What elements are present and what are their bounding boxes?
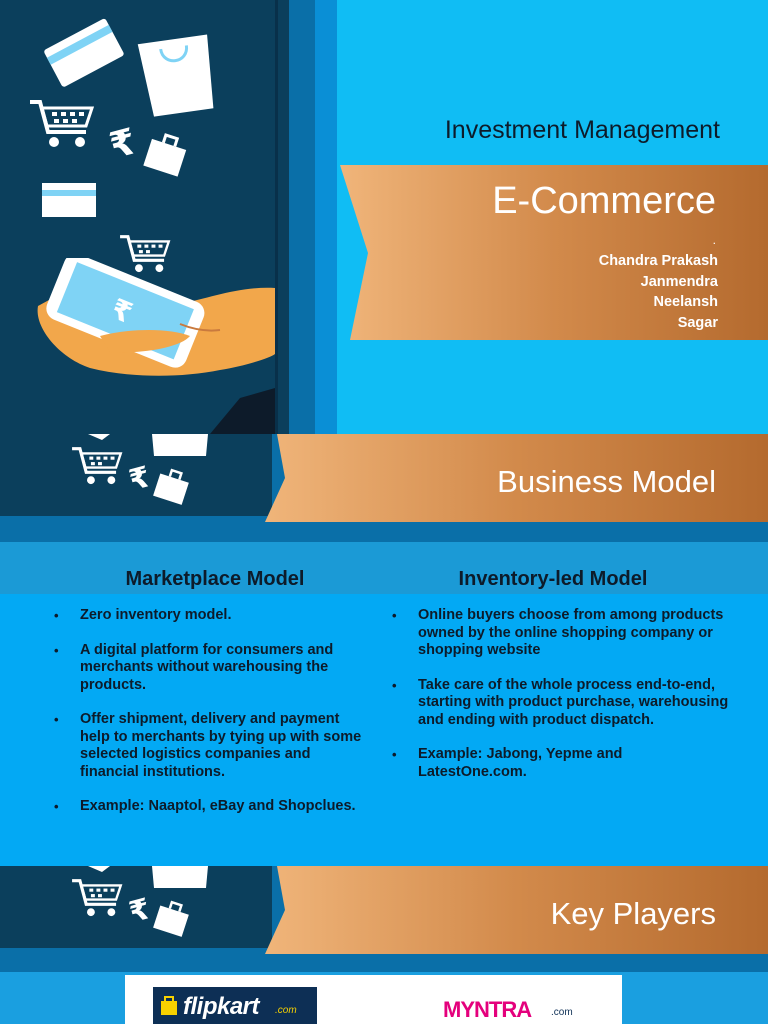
- presentation-title: E-Commerce: [492, 180, 716, 222]
- list-item: Offer shipment, delivery and payment hel…: [52, 711, 370, 781]
- svg-text:₹: ₹: [106, 121, 138, 167]
- shopping-cart-icon: [120, 235, 171, 273]
- divider-stripe: [289, 0, 315, 434]
- key-players-header: ₹ Key Players: [0, 866, 768, 974]
- illustration-panel: ₹: [0, 866, 272, 948]
- author-name: Neelansh: [653, 294, 718, 310]
- inventory-model-title: Inventory-led Model: [458, 568, 648, 590]
- models-slide: Marketplace Model Inventory-led Model Ze…: [0, 542, 768, 866]
- divider-stripe: [275, 0, 289, 434]
- title-banner: [340, 165, 768, 340]
- credit-card-icon: [42, 183, 96, 217]
- separator-dot: .: [712, 233, 716, 247]
- flipkart-logo: flipkart .com: [153, 987, 317, 1024]
- flipkart-wordmark: flipkart: [183, 993, 260, 1020]
- myntra-logo: MYNTRA: [443, 997, 532, 1022]
- marketplace-model-list: Zero inventory model. A digital platform…: [52, 607, 370, 833]
- rupee-icon: ₹: [106, 121, 138, 167]
- list-item: Take care of the whole process end-to-en…: [390, 677, 730, 730]
- rupee-icon: ₹: [125, 891, 153, 929]
- bag-logo-icon: [161, 996, 177, 1015]
- shopping-bag-icon: [153, 468, 189, 505]
- list-item: A digital platform for consumers and mer…: [52, 642, 370, 695]
- myntra-domain: .com: [551, 1007, 573, 1018]
- section-title: Key Players: [550, 896, 716, 931]
- list-item: Zero inventory model.: [52, 607, 370, 625]
- credit-card-icon: [88, 866, 110, 872]
- shopping-bag-icon: [137, 34, 214, 117]
- title-slide: ₹ ₹: [0, 0, 768, 434]
- shopping-bag-icon: [152, 866, 208, 888]
- logo-panel: flipkart .com MYNTRA .com: [125, 975, 622, 1024]
- logos-slide: flipkart .com MYNTRA .com: [0, 972, 768, 1024]
- title-band: [0, 542, 768, 594]
- section-title: Business Model: [497, 464, 716, 499]
- author-list: Chandra Prakash Janmendra Neelansh Sagar: [599, 251, 718, 333]
- divider-stripe: [315, 0, 337, 434]
- shopping-bag-icon: [152, 434, 208, 456]
- shopping-bag-icon: [153, 900, 189, 937]
- svg-text:₹: ₹: [125, 891, 153, 929]
- rupee-icon: ₹: [125, 459, 153, 497]
- list-item: Example: Naaptol, eBay and Shopclues.: [52, 798, 370, 816]
- credit-card-icon: [44, 18, 124, 87]
- illustration-panel: ₹ ₹: [0, 0, 275, 434]
- shopping-cart-icon: [72, 879, 123, 917]
- svg-text:₹: ₹: [125, 459, 153, 497]
- shopping-cart-icon: [72, 447, 123, 485]
- shopping-bag-icon: [143, 133, 187, 177]
- hand-phone-icon: ₹: [37, 258, 275, 434]
- header-banner: [265, 434, 768, 522]
- business-model-header: ₹ Business Model: [0, 434, 768, 542]
- author-name: Sagar: [677, 314, 718, 331]
- credit-card-icon: [88, 434, 110, 440]
- list-item: Example: Jabong, Yepme and LatestOne.com…: [390, 746, 730, 781]
- illustration-panel: ₹: [0, 434, 272, 516]
- author-name: Janmendra: [640, 273, 718, 290]
- shopping-cart-icon: [30, 100, 95, 147]
- header-banner: [265, 866, 768, 954]
- marketplace-model-title: Marketplace Model: [125, 568, 305, 590]
- list-item: Online buyers choose from among products…: [390, 607, 730, 660]
- flipkart-domain: .com: [275, 1005, 297, 1016]
- course-subtitle: Investment Management: [444, 116, 720, 144]
- author-name: Chandra Prakash: [598, 253, 718, 269]
- inventory-model-list: Online buyers choose from among products…: [390, 607, 730, 798]
